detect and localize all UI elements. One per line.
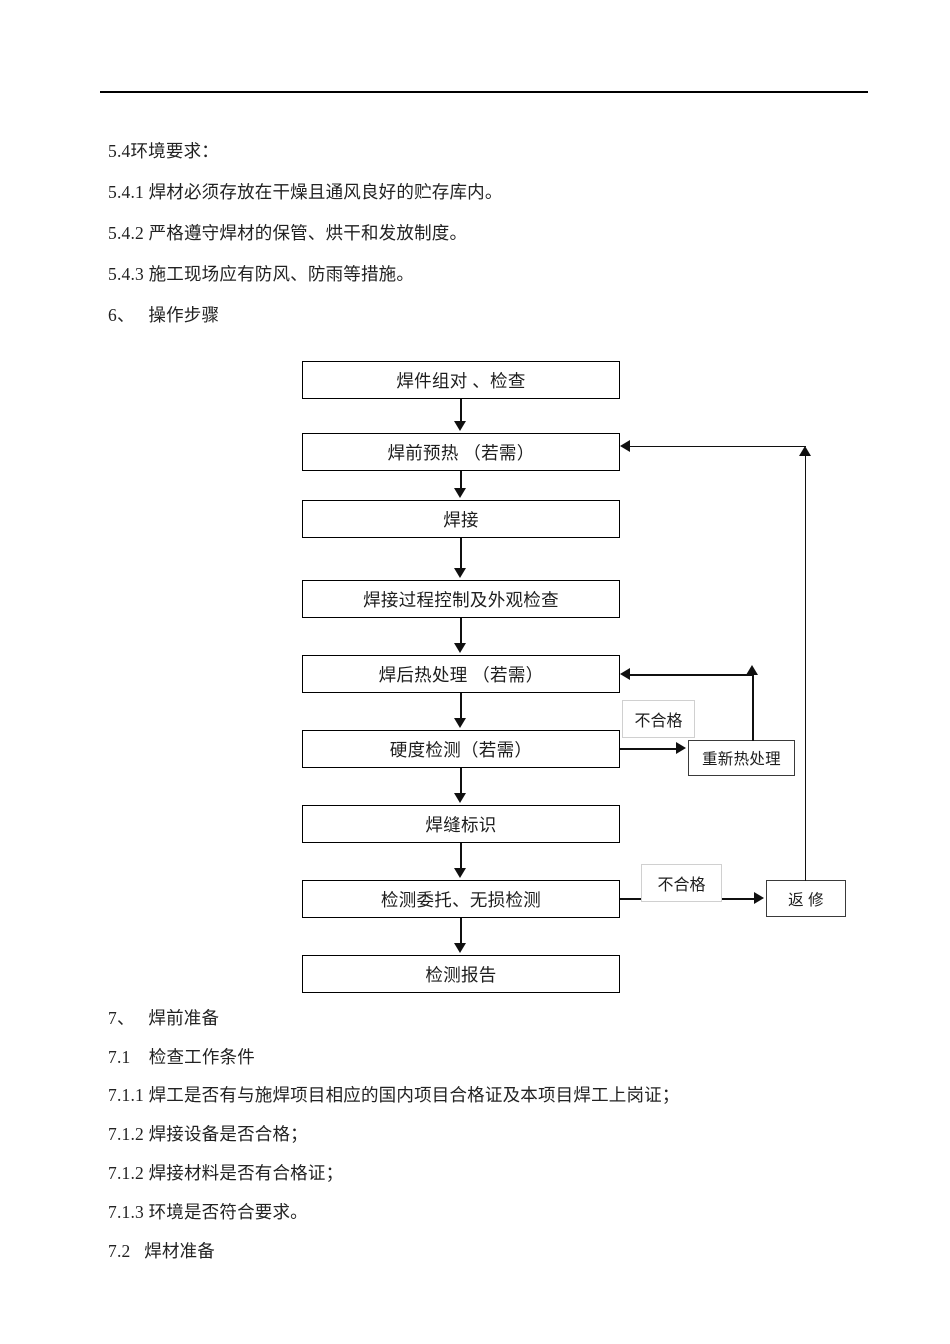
arrowhead-n5-n6 [454, 718, 466, 728]
connector-repair-to-preheat [630, 446, 806, 447]
arrowhead-n1-n2 [454, 421, 466, 431]
heading-7: 7、 焊前准备 [108, 1008, 220, 1028]
flow-node-hardness-test[interactable]: 硬度检测（若需） [302, 730, 620, 768]
arrowhead-reheat-to-pwht [620, 668, 630, 680]
heading-7-2: 7.2 焊材准备 [108, 1241, 215, 1261]
arrowhead-ndt-to-repair [754, 892, 764, 904]
flow-node-inspection-report[interactable]: 检测报告 [302, 955, 620, 993]
arrowhead-repair-to-preheat [620, 440, 630, 452]
paragraph-7-1-1: 7.1.1 焊工是否有与施焊项目相应的国内项目合格证及本项目焊工上岗证； [108, 1085, 680, 1105]
connector-n1-n2 [460, 399, 462, 423]
paragraph-5-4-3: 5.4.3 施工现场应有防风、防雨等措施。 [108, 264, 415, 284]
arrowhead-repair-up [799, 446, 811, 456]
connector-hardness-to-reheat [620, 748, 678, 750]
header-divider [100, 91, 868, 93]
arrowhead-n2-n3 [454, 488, 466, 498]
edge-label-unqualified-ndt: 不合格 [641, 864, 722, 902]
arrowhead-hardness-to-reheat [676, 742, 686, 754]
arrowhead-n8-n9 [454, 943, 466, 953]
arrowhead-reheat-up [746, 665, 758, 675]
flow-node-preheat[interactable]: 焊前预热 （若需） [302, 433, 620, 471]
connector-n5-n6 [460, 693, 462, 720]
connector-n2-n3 [460, 471, 462, 490]
connector-reheat-to-pwht [630, 674, 754, 676]
paragraph-5-4-1: 5.4.1 焊材必须存放在干燥且通风良好的贮存库内。 [108, 182, 503, 202]
flow-node-weld-marking[interactable]: 焊缝标识 [302, 805, 620, 843]
heading-6: 6、 操作步骤 [108, 305, 220, 325]
connector-reheat-up [752, 673, 754, 741]
connector-n4-n5 [460, 618, 462, 645]
connector-n7-n8 [460, 843, 462, 870]
flow-node-reheat-treatment[interactable]: 重新热处理 [688, 740, 795, 776]
connector-repair-up [805, 455, 806, 881]
connector-n6-n7 [460, 768, 462, 795]
arrowhead-n4-n5 [454, 643, 466, 653]
edge-label-unqualified-hardness: 不合格 [622, 700, 695, 738]
paragraph-7-1-3: 7.1.3 环境是否符合要求。 [108, 1202, 308, 1222]
arrowhead-n3-n4 [454, 568, 466, 578]
paragraph-7-1-2-material: 7.1.2 焊接材料是否有合格证； [108, 1163, 344, 1183]
paragraph-7-1-2-equipment: 7.1.2 焊接设备是否合格； [108, 1124, 308, 1144]
arrowhead-n7-n8 [454, 868, 466, 878]
flow-node-weld-assembly-inspection[interactable]: 焊件组对 、检查 [302, 361, 620, 399]
connector-n3-n4 [460, 538, 462, 570]
paragraph-5-4-2: 5.4.2 严格遵守焊材的保管、烘干和发放制度。 [108, 223, 468, 243]
flow-node-process-control-visual-inspection[interactable]: 焊接过程控制及外观检查 [302, 580, 620, 618]
heading-5-4: 5.4环境要求： [108, 141, 219, 161]
flow-node-repair[interactable]: 返 修 [766, 880, 846, 917]
heading-7-1: 7.1 检查工作条件 [108, 1047, 255, 1067]
flow-node-post-weld-heat-treatment[interactable]: 焊后热处理 （若需） [302, 655, 620, 693]
flow-node-ndt-commission[interactable]: 检测委托、无损检测 [302, 880, 620, 918]
arrowhead-n6-n7 [454, 793, 466, 803]
flow-node-welding[interactable]: 焊接 [302, 500, 620, 538]
connector-n8-n9 [460, 918, 462, 945]
